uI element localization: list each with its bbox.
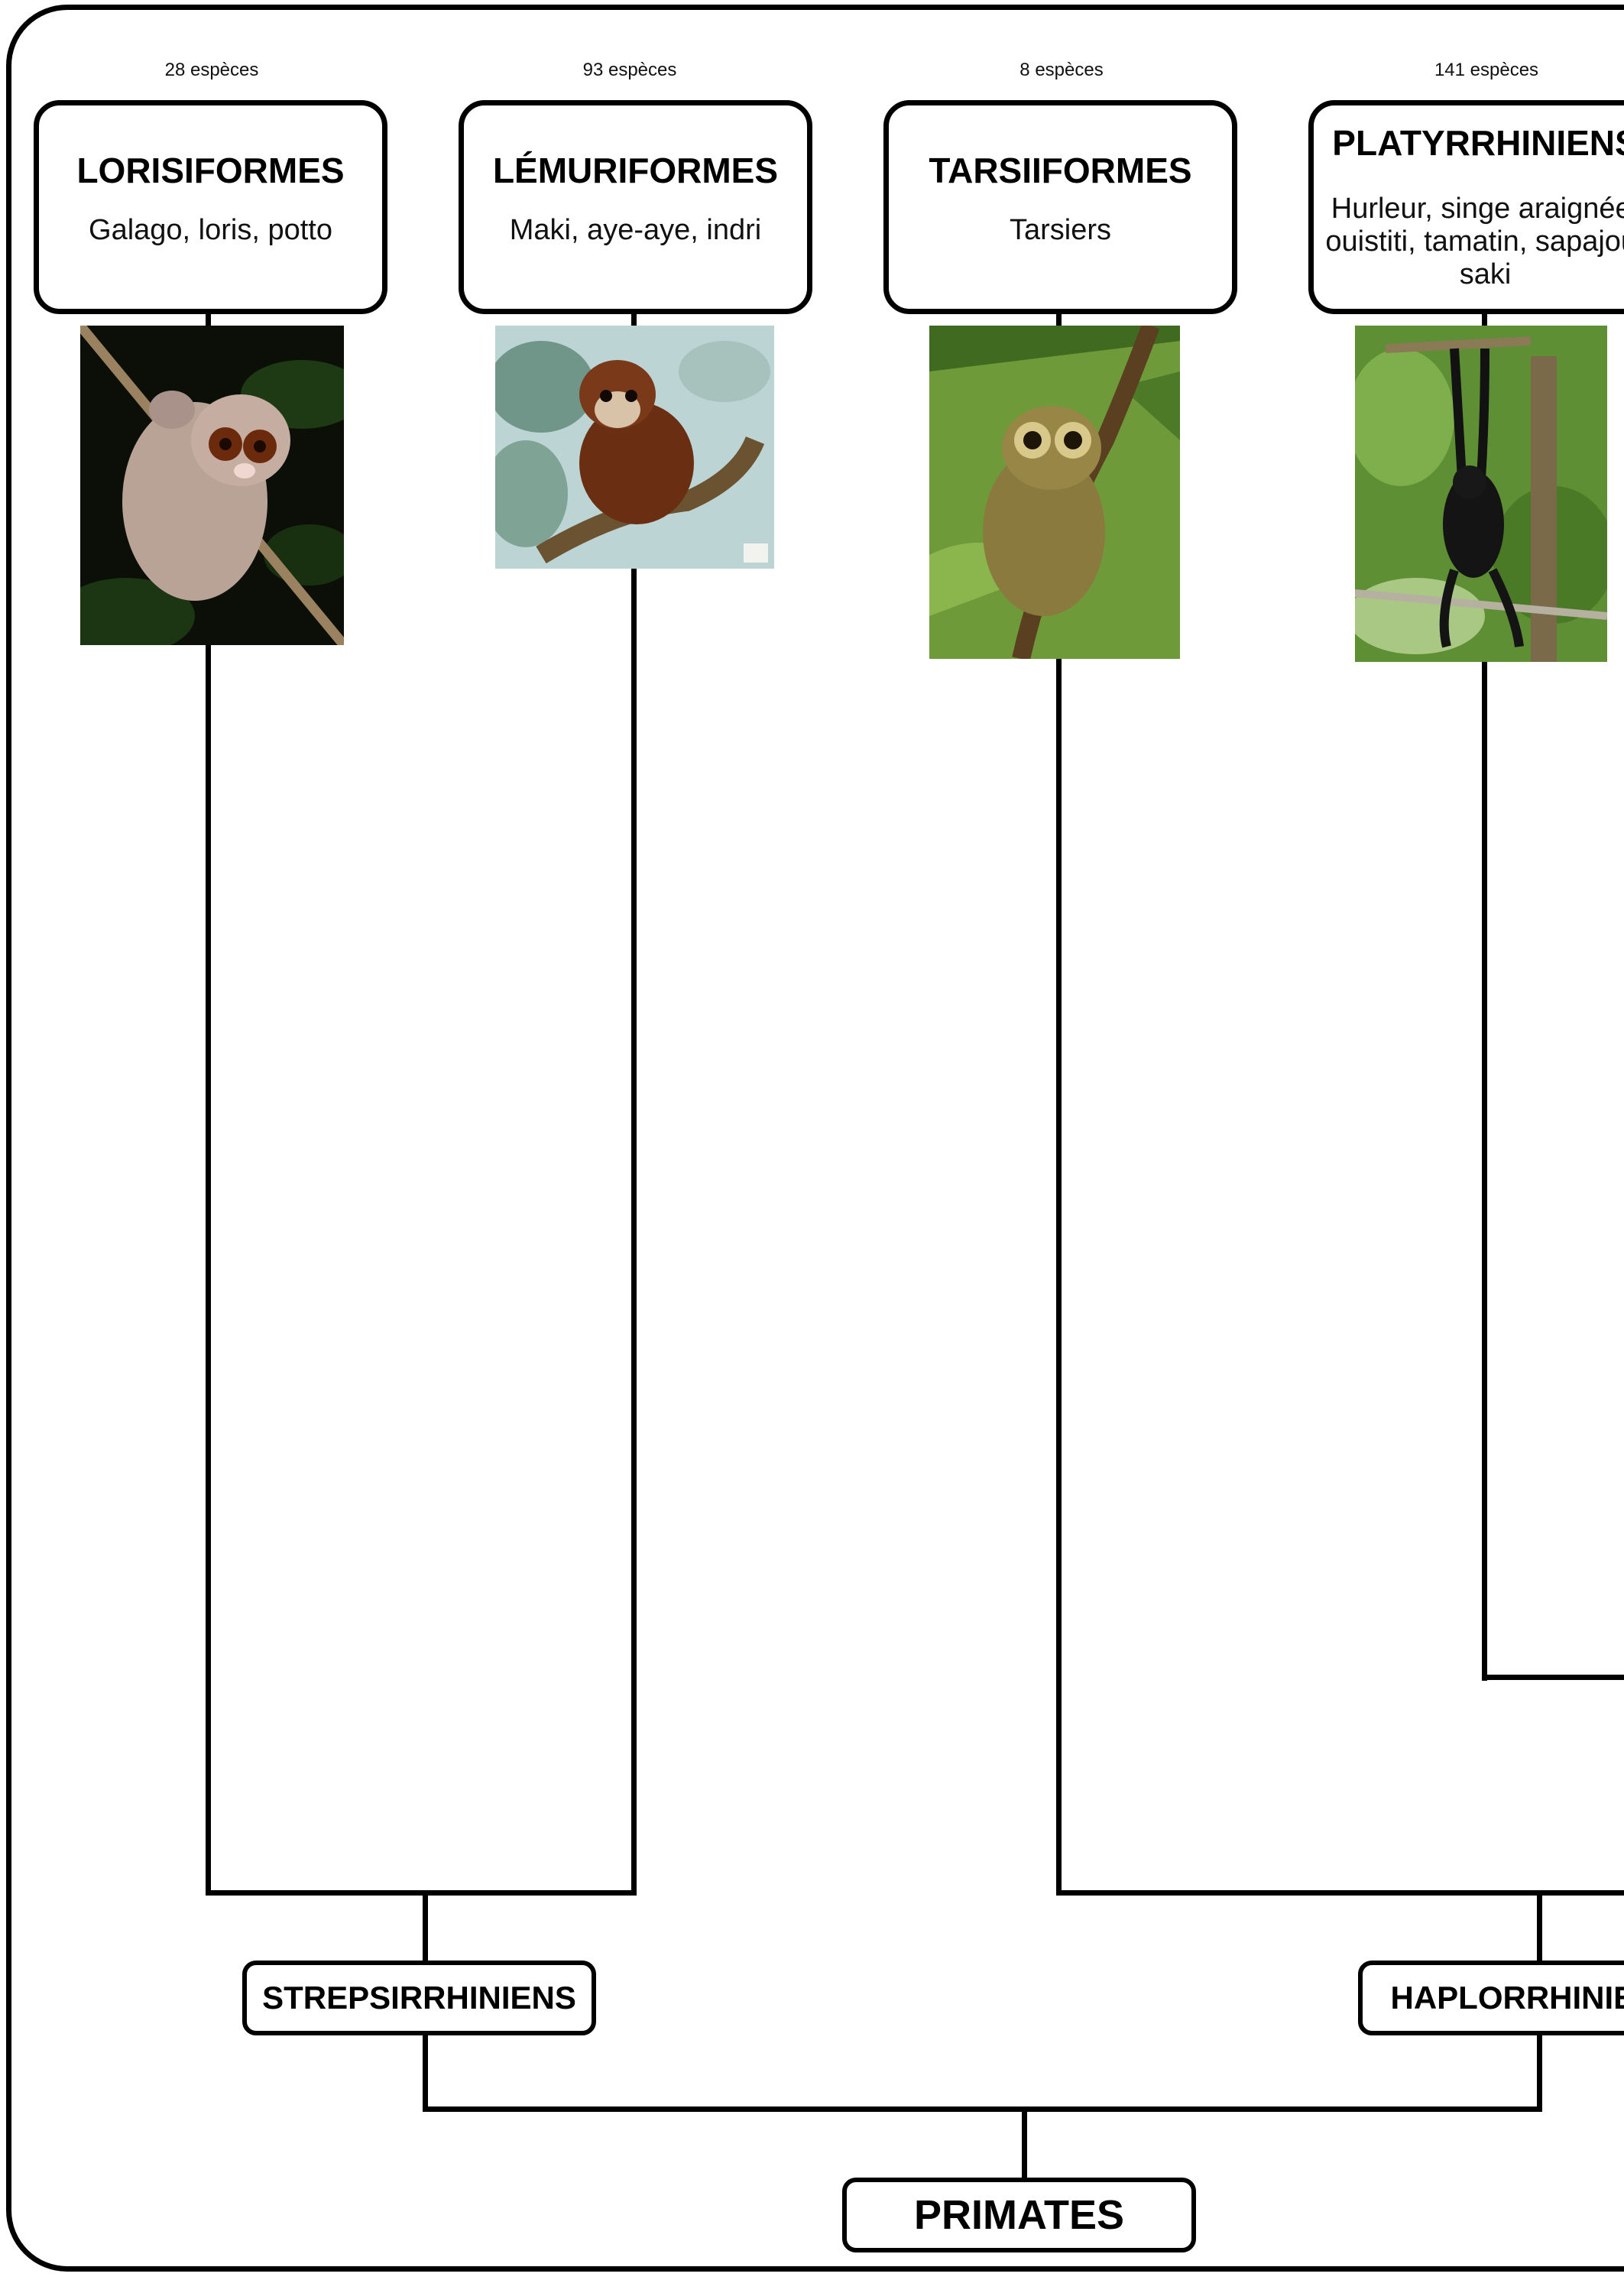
stem-primates [1022, 2106, 1027, 2180]
group-subtitle-lorisiformes: Galago, loris, potto [39, 214, 382, 247]
tarsier-photo-icon [929, 326, 1180, 659]
group-subtitle-platyrrhiniens: Hurleur, singe araignée, ouistiti, tamat… [1314, 193, 1624, 291]
species-count-lorisiformes: 28 espèces [135, 60, 288, 81]
group-title-tarsiiformes: TARSIIFORMES [889, 150, 1232, 191]
clade-label-strepsirrhiniens: STREPSIRRHINIENS [242, 1961, 596, 2035]
group-title-platyrrhiniens: PLATYRRHINIENS [1314, 122, 1624, 164]
slow-loris-photo-icon [80, 326, 344, 645]
group-box-lorisiformes: LORISIFORMES Galago, loris, potto [34, 100, 387, 314]
stem-haplorrhiniens-up [1537, 1890, 1542, 1963]
group-title-lemuriformes: LÉMURIFORMES [464, 150, 807, 191]
group-box-platyrrhiniens: PLATYRRHINIENS Hurleur, singe araignée, … [1308, 100, 1624, 314]
lemur-photo-icon [495, 326, 774, 569]
group-title-lorisiformes: LORISIFORMES [39, 150, 382, 191]
group-box-tarsiiformes: TARSIIFORMES Tarsiers [883, 100, 1237, 314]
group-subtitle-tarsiiformes: Tarsiers [889, 214, 1232, 247]
join-simiiformes [1482, 1675, 1624, 1680]
species-count-tarsiiformes: 8 espèces [985, 60, 1138, 81]
join-strepsirrhiniens [206, 1890, 637, 1896]
clade-label-primates: PRIMATES [842, 2178, 1196, 2252]
stem-strepsirrhiniens-up [423, 1890, 428, 1963]
species-count-lemuriformes: 93 espèces [553, 60, 706, 81]
stem-haplorrhiniens-down [1537, 2033, 1542, 2112]
clade-label-haplorrhiniens: HAPLORRHINIENS [1358, 1961, 1624, 2035]
group-subtitle-lemuriformes: Maki, aye-aye, indri [464, 214, 807, 247]
group-box-lemuriformes: LÉMURIFORMES Maki, aye-aye, indri [459, 100, 812, 314]
join-primates [423, 2106, 1542, 2112]
stem-strepsirrhiniens-down [423, 2033, 428, 2112]
species-count-platyrrhiniens: 141 espèces [1410, 60, 1563, 81]
spider-monkey-photo-icon [1355, 326, 1607, 662]
